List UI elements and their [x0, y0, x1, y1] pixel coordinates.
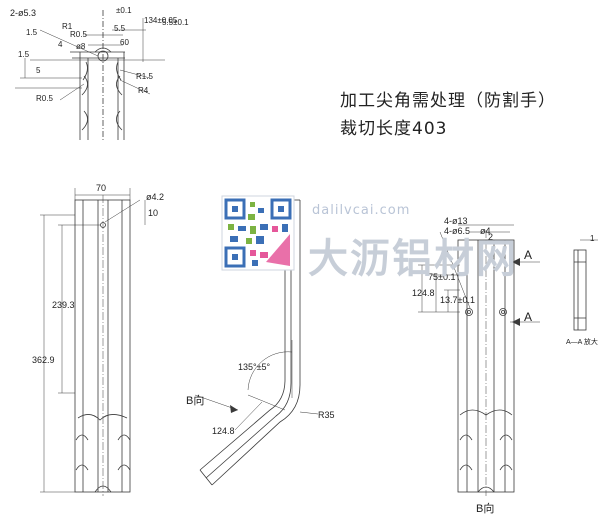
right-view	[418, 224, 540, 496]
note-line-2: 裁切长度403	[340, 119, 448, 139]
dim-tol: ±0.1	[116, 6, 132, 15]
dim-362-9: 362.9	[32, 355, 55, 365]
watermark-url: dalilvcai.com	[312, 203, 411, 218]
dim-70: 70	[96, 183, 107, 193]
watermark-brand: 大沥铝材网	[308, 236, 518, 282]
dim-4: 4	[58, 40, 63, 49]
dim-135-deg: 135°±5°	[238, 362, 271, 372]
dim-13-7: 13.7±0.1	[440, 295, 475, 305]
section-arrow-bottom: A	[524, 310, 533, 324]
dim-2-phi5-3: 2-ø5.3	[10, 8, 37, 18]
dim-r1: R1	[62, 22, 73, 31]
dim-239-3: 239.3	[52, 300, 75, 310]
dim-r4: R4	[138, 86, 149, 95]
section-a-a	[573, 239, 598, 331]
dim-r0-5-b: R0.5	[36, 94, 53, 103]
dim-5: 5	[36, 66, 41, 75]
dim-75: 75±0.1	[428, 272, 456, 282]
dim-5-5: 5.5	[114, 24, 126, 33]
section-detail-top	[15, 10, 165, 140]
dim-phi4: ø4	[480, 226, 491, 236]
section-arrow-top: A	[524, 248, 533, 262]
section-a-a-label: A—A 放大	[566, 339, 598, 346]
b-view-label-bottom: B向	[476, 503, 495, 515]
bent-profile-view	[194, 199, 319, 486]
dim-r35: R35	[318, 410, 335, 420]
dim-15-b: 1.5	[18, 50, 30, 59]
dim-r1-5: R1.5	[136, 72, 153, 81]
dim-60: 60	[120, 38, 129, 47]
dim-4-phi13: 4-ø13	[444, 216, 468, 226]
front-view-left	[40, 188, 146, 496]
dim-10: 10	[148, 208, 159, 218]
dim-phi4-2: ø4.2	[146, 192, 165, 202]
dim-124-8: 124.8	[212, 426, 235, 436]
dim-1: 1	[590, 234, 595, 243]
dim-5-5-tol: 5.5±0.1	[162, 18, 189, 27]
dim-134: 134±0.05	[144, 16, 178, 25]
dim-4-phi6-5: 4-ø6.5	[444, 226, 471, 236]
qr-code-watermark	[221, 195, 295, 271]
note-line-1: 加工尖角需处理（防割手）	[340, 91, 556, 111]
dim-r0-5-a: R0.5	[70, 30, 87, 39]
b-view-label-left: B向	[186, 395, 205, 407]
dim-15-a: 1.5	[26, 28, 38, 37]
dim-124-8-b: 124.8	[412, 288, 435, 298]
dim-2: 2	[488, 232, 494, 242]
dim-phi8: ø8	[76, 42, 86, 51]
